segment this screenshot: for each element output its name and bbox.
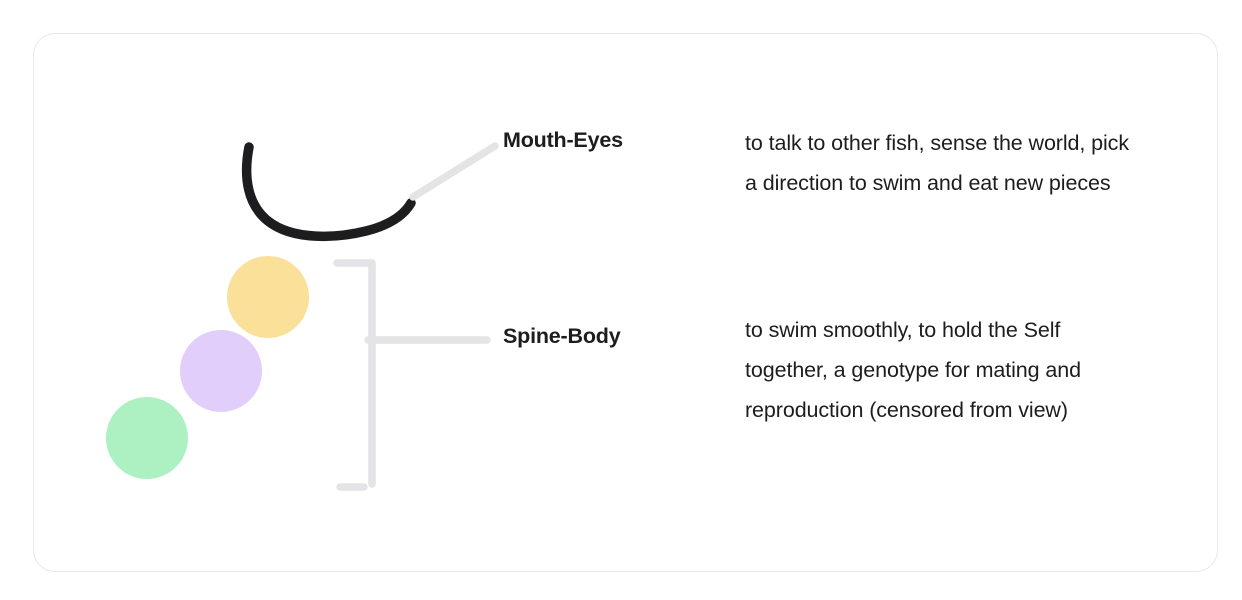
entry-label-spine-body: Spine-Body — [503, 324, 621, 348]
entry-description-spine-body: to swim smoothly, to hold the Self toget… — [745, 318, 1081, 422]
diagram-card — [33, 33, 1218, 572]
entry-label-mouth-eyes: Mouth-Eyes — [503, 128, 623, 152]
entry-description-mouth-eyes: to talk to other fish, sense the world, … — [745, 131, 1129, 195]
